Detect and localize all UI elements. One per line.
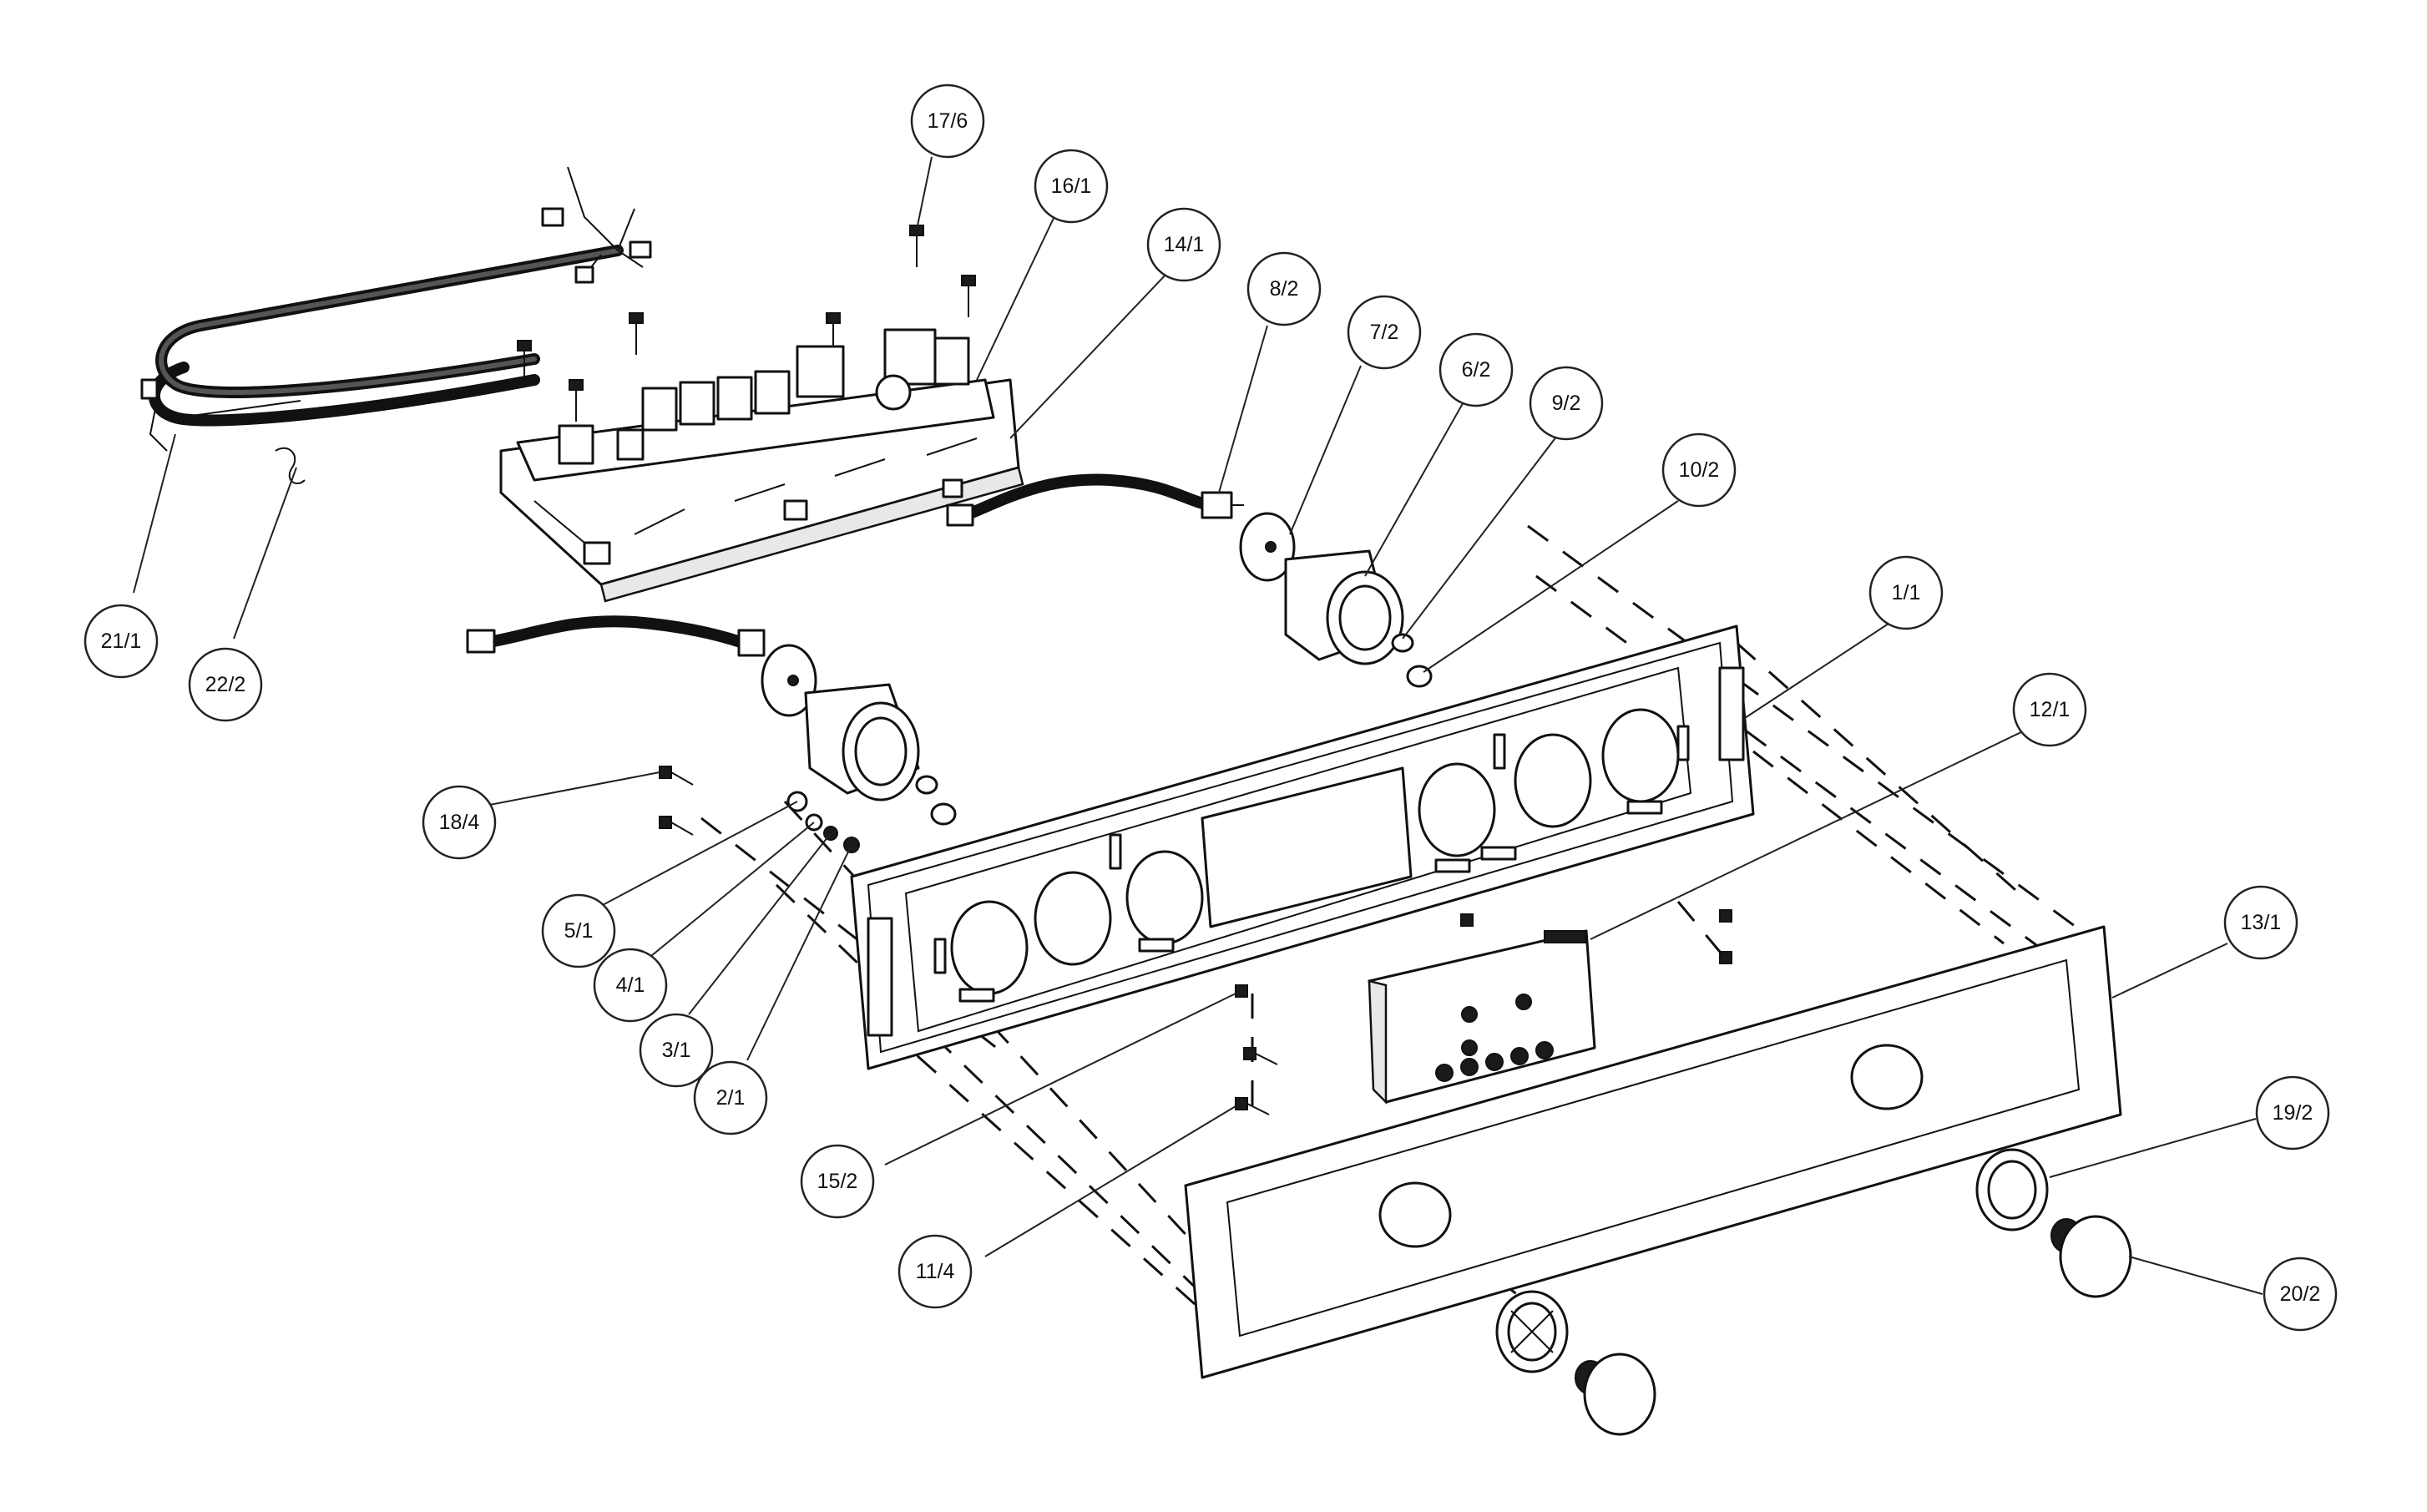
callout-14-1: 14/1	[1146, 207, 1221, 282]
callout-label: 8/2	[1270, 277, 1299, 301]
callout-label: 10/2	[1679, 458, 1720, 482]
callout-20-2: 20/2	[2263, 1257, 2338, 1332]
control-board-assembly	[499, 328, 1024, 603]
callout-label: 7/2	[1370, 321, 1399, 344]
callout-11-4: 11/4	[897, 1234, 973, 1309]
callouts: 17/6 16/1 14/1 8/2 7/2 6/2 9/2 10/2	[83, 83, 2338, 1332]
cable-clip	[275, 447, 306, 484]
callout-label: 13/1	[2241, 911, 2282, 934]
fascia-frame	[850, 625, 1755, 1070]
knob-assembly-right	[1975, 1148, 2132, 1298]
callout-7-2: 7/2	[1347, 295, 1422, 370]
callout-label: 16/1	[1051, 174, 1092, 198]
callout-label: 4/1	[616, 973, 645, 997]
callout-22-2: 22/2	[188, 647, 263, 722]
callout-4-1: 4/1	[593, 948, 668, 1023]
callout-17-6: 17/6	[910, 83, 985, 159]
callout-21-1: 21/1	[83, 604, 159, 679]
leader-lines	[133, 156, 2263, 1295]
callout-16-1: 16/1	[1034, 149, 1109, 224]
screws-bottom	[1235, 909, 1732, 1115]
callout-label: 19/2	[2273, 1101, 2313, 1125]
callout-9-2: 9/2	[1529, 366, 1604, 441]
callout-2-1: 2/1	[693, 1060, 768, 1135]
callout-label: 21/1	[101, 630, 142, 653]
callout-label: 9/2	[1552, 392, 1581, 415]
callout-label: 17/6	[928, 109, 968, 133]
wiring-harness	[140, 166, 652, 452]
callout-label: 22/2	[205, 673, 246, 696]
selector-switch-right	[946, 473, 1433, 688]
callout-label: 18/4	[439, 811, 480, 834]
callout-label: 2/1	[716, 1086, 746, 1110]
callout-label: 15/2	[817, 1170, 858, 1193]
selector-switch-left	[466, 615, 957, 826]
callout-label: 3/1	[662, 1039, 691, 1062]
callout-label: 20/2	[2280, 1282, 2321, 1306]
callout-3-1: 3/1	[639, 1013, 714, 1088]
callout-12-1: 12/1	[2012, 672, 2087, 747]
callout-13-1: 13/1	[2223, 885, 2298, 960]
callout-8-2: 8/2	[1246, 251, 1322, 326]
callout-1-1: 1/1	[1868, 555, 1944, 630]
callout-15-2: 15/2	[800, 1144, 875, 1219]
callout-label: 1/1	[1892, 581, 1921, 604]
callout-label: 11/4	[916, 1260, 955, 1283]
callout-label: 6/2	[1462, 358, 1491, 382]
callout-label: 5/1	[564, 919, 594, 943]
callout-label: 14/1	[1164, 233, 1205, 256]
callout-10-2: 10/2	[1661, 432, 1737, 508]
callout-5-1: 5/1	[541, 893, 616, 968]
callout-label: 12/1	[2030, 698, 2071, 721]
front-panel	[1184, 925, 2122, 1379]
callout-6-2: 6/2	[1439, 332, 1514, 407]
timer-module	[1368, 929, 1596, 1105]
knob-assembly-left	[1495, 1290, 1656, 1436]
callout-19-2: 19/2	[2255, 1075, 2330, 1150]
screws-top	[517, 225, 976, 422]
callout-18-4: 18/4	[422, 785, 497, 860]
